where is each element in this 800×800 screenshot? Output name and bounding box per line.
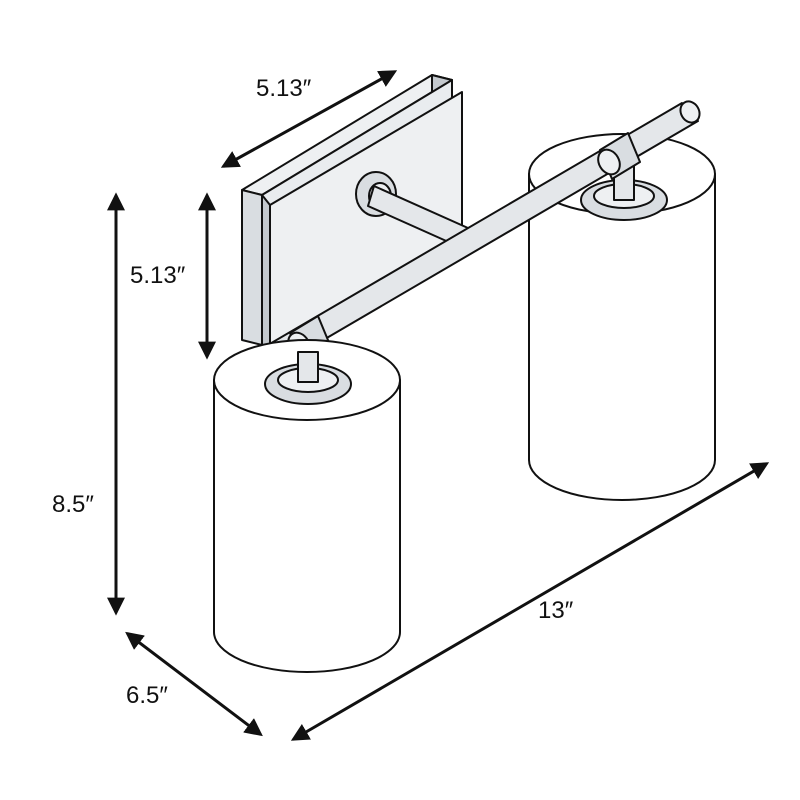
left-socket-stem [297, 351, 319, 383]
backplate-width-label: 5.13″ [256, 75, 312, 102]
left-shade-body [213, 379, 401, 673]
overall-height-label: 8.5″ [52, 491, 94, 518]
overall-width-label: 13″ [538, 597, 574, 624]
left-shade [213, 339, 401, 673]
backplate-front-face [241, 189, 263, 346]
extension-label: 6.5″ [126, 682, 168, 709]
right-collar-face [597, 148, 621, 176]
dimension-arrows [107, 70, 770, 741]
backplate-height-label: 5.13″ [130, 262, 186, 289]
right-shade-body [528, 173, 716, 501]
backplate-inner-edge [261, 194, 271, 351]
arrow-extension [125, 631, 263, 737]
arrow-backplate-width [220, 70, 398, 168]
arrow-overall-width [290, 462, 770, 741]
crossbar-end-right [679, 100, 701, 124]
